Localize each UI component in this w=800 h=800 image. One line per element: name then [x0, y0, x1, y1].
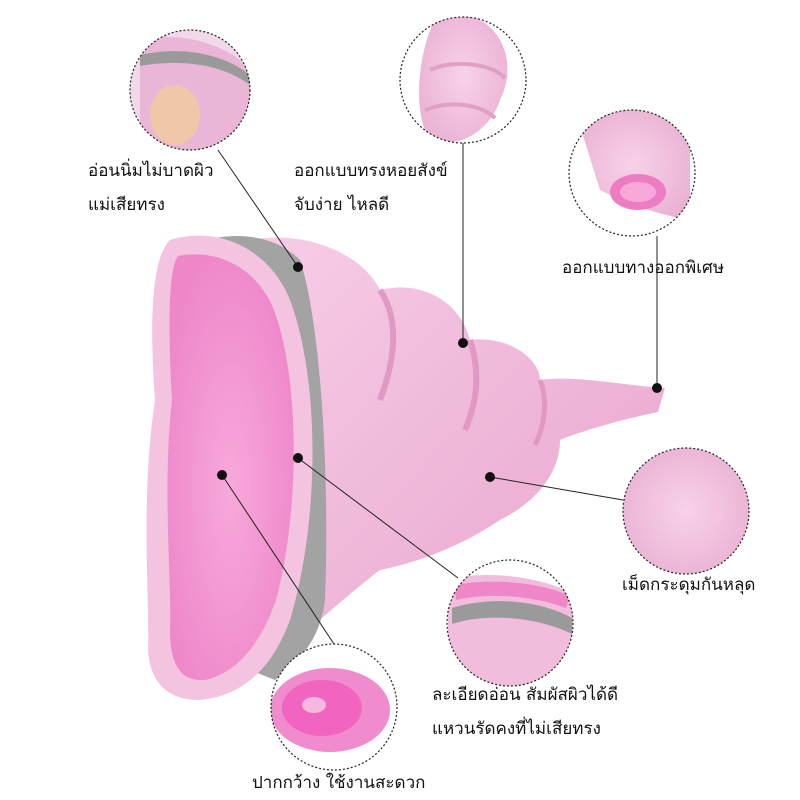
- callout-shell-design: ออกแบบทรงหอยสังข์ จับง่าย ไหลดี: [294, 154, 448, 222]
- callout-soft-edge-line2: แม่เสียทรง: [88, 195, 165, 215]
- callout-shell-design-line2: จับง่าย ไหลดี: [294, 195, 390, 215]
- callout-wide-mouth: ปากกว้าง ใช้งานสะดวก: [252, 766, 425, 800]
- callout-shell-design-line1: ออกแบบทรงหอยสังข์: [294, 161, 448, 181]
- detail-circle-outlet: [568, 109, 696, 237]
- detail-circle-ring: [446, 559, 574, 687]
- callout-wide-mouth-line1: ปากกว้าง ใช้งานสะดวก: [252, 773, 426, 793]
- callout-special-outlet: ออกแบบทางออกพิเศษ: [562, 251, 724, 285]
- callout-smooth-ring: ละเอียดอ่อน สัมผัสผิวได้ดี แหวนรัดคงที่ไ…: [432, 678, 618, 746]
- detail-circle-soft-edge: [129, 29, 251, 151]
- callout-soft-edge: อ่อนนิ่มไม่บาดผิว แม่เสียทรง: [88, 154, 214, 222]
- callout-smooth-ring-line1: ละเอียดอ่อน สัมผัสผิวได้ดี: [432, 685, 619, 705]
- callout-anti-slip-dots: เม็ดกระดุมกันหลุด: [622, 568, 755, 602]
- detail-circle-mouth: [270, 643, 398, 771]
- detail-circle-dots: [622, 447, 750, 575]
- detail-circle-shell: [399, 16, 527, 144]
- callout-soft-edge-line1: อ่อนนิ่มไม่บาดผิว: [88, 161, 214, 181]
- callout-anti-slip-dots-line1: เม็ดกระดุมกันหลุด: [622, 575, 756, 595]
- callout-dots: [217, 262, 662, 482]
- callout-lines: [217, 143, 658, 645]
- funnel-body: [250, 237, 665, 670]
- callout-smooth-ring-line2: แหวนรัดคงที่ไม่เสียทรง: [432, 719, 601, 739]
- callout-special-outlet-line1: ออกแบบทางออกพิเศษ: [562, 258, 725, 278]
- funnel-mouth: [146, 235, 313, 700]
